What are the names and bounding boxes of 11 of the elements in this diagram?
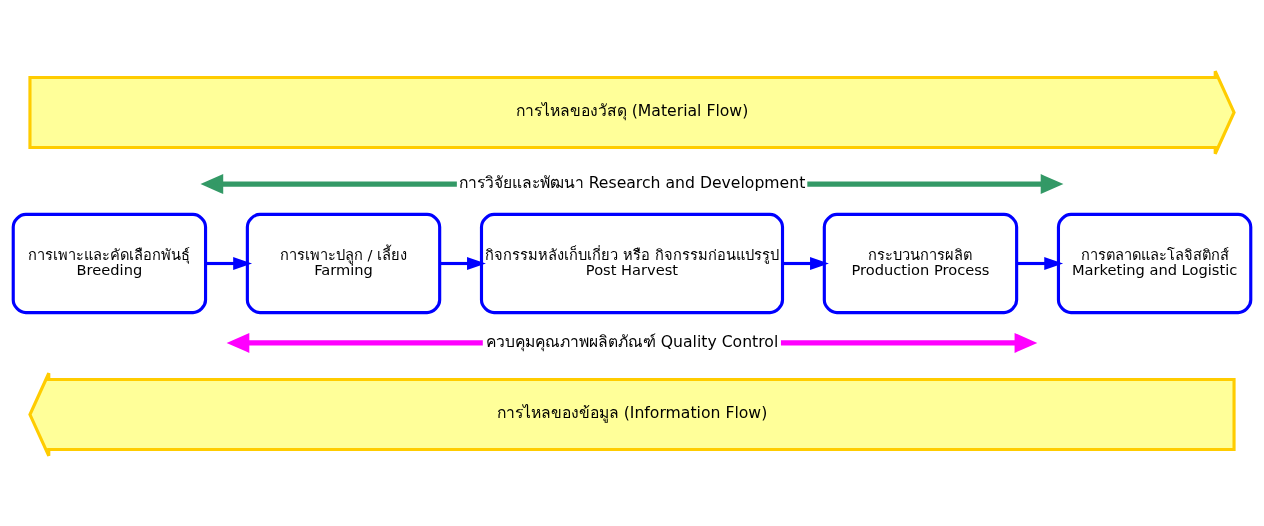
arrow <box>205 256 253 270</box>
label: ควบคุมคุณภาพผลิตภัณฑ์ Quality Control <box>485 331 779 351</box>
node-box: กิจกรรมหลังเก็บเกี่ยว หรือ กิจกรรมก่อนแปรรูป Post Harvest <box>479 212 785 314</box>
arrow <box>439 256 486 270</box>
arrow <box>1016 256 1064 270</box>
node-box: การตลาดและโลจิสติกส์ Marketing and Logistic <box>1056 212 1253 314</box>
label: การวิจัยและพัฒนา Research and Development <box>458 172 806 192</box>
node-box: การเพาะปลูก / เลี้ยง Farming <box>245 212 442 314</box>
arrow <box>782 256 829 270</box>
node-box: กระบวนการผลิต Production Process <box>822 212 1019 314</box>
node-box: การเพาะและคัดเลือกพันธุ์ Breeding <box>11 212 208 314</box>
